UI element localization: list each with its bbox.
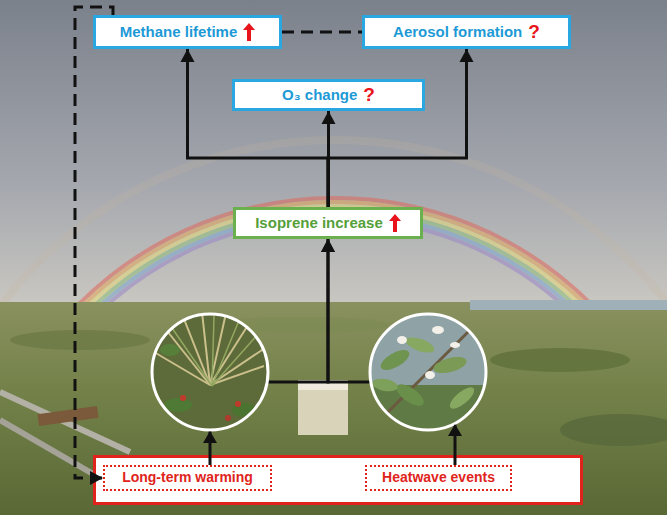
box-label: Methane lifetime xyxy=(120,24,238,41)
grass-blade xyxy=(212,334,258,386)
arrowhead xyxy=(460,49,474,62)
leaf xyxy=(404,334,436,356)
photo-ground xyxy=(152,314,268,430)
feedback-connector xyxy=(282,32,362,33)
leaf xyxy=(393,380,427,410)
box-label: Heatwave events xyxy=(382,470,495,485)
driver-box: Long-term warming xyxy=(103,465,272,491)
question-mark: ? xyxy=(528,22,540,43)
photo-frame xyxy=(152,314,268,430)
effect-box: O₃ change? xyxy=(232,79,425,111)
leaf xyxy=(160,344,180,356)
pipe xyxy=(0,392,130,452)
shrub-patch xyxy=(10,330,150,350)
catkin xyxy=(397,336,407,344)
shrub-patch xyxy=(490,348,630,372)
up-arrow-icon xyxy=(243,23,255,41)
grass-blade xyxy=(154,352,210,385)
sky xyxy=(0,0,667,305)
berry xyxy=(235,401,241,407)
arrowhead xyxy=(321,239,335,252)
up-arrow-shape xyxy=(243,23,255,41)
grass-blade xyxy=(212,316,214,386)
grass-blade xyxy=(172,328,212,386)
emission-box: Isoprene increase xyxy=(233,207,423,239)
flow-connector xyxy=(181,49,329,207)
connector-line xyxy=(188,49,329,207)
box-label: Long-term warming xyxy=(122,470,253,485)
feedback-connector xyxy=(75,7,113,485)
up-arrow-icon xyxy=(389,214,401,232)
box-label: Aerosol formation xyxy=(393,24,522,41)
grass-blades xyxy=(154,312,268,385)
effect-box: Methane lifetime xyxy=(93,15,282,49)
connector-line xyxy=(328,49,467,207)
photo-frame xyxy=(370,314,486,430)
boardwalk xyxy=(37,406,98,426)
box-label: Isoprene increase xyxy=(255,215,383,232)
arrowhead xyxy=(181,49,195,62)
box-label: O₃ change xyxy=(282,87,357,104)
leaf xyxy=(432,354,468,376)
up-arrow-shape xyxy=(389,214,401,232)
rainbow-band xyxy=(0,140,667,302)
connector-line xyxy=(282,31,362,34)
rainbow-band xyxy=(0,210,667,302)
berry xyxy=(180,395,186,401)
rainbow-band xyxy=(0,214,667,302)
leaf xyxy=(378,346,413,374)
rainbow-band xyxy=(0,206,667,302)
catkin xyxy=(425,371,435,379)
ground xyxy=(0,302,667,515)
effect-box: Aerosol formation? xyxy=(362,15,571,49)
instrument-box xyxy=(298,380,348,435)
lake xyxy=(470,300,667,310)
rainbow-band xyxy=(0,202,667,302)
flow-connector xyxy=(328,49,474,207)
rainbow xyxy=(0,140,667,302)
pipe xyxy=(0,420,100,478)
shrub-patch xyxy=(560,414,667,446)
driver-box: Heatwave events xyxy=(365,465,512,491)
sedge-photo xyxy=(152,312,268,430)
arrowhead xyxy=(90,471,103,485)
berry xyxy=(225,415,231,421)
arrowhead xyxy=(448,424,462,436)
arrowhead xyxy=(321,239,335,252)
question-mark: ? xyxy=(363,85,375,106)
willow-photo xyxy=(370,314,486,435)
leaf xyxy=(164,398,192,412)
arrowhead xyxy=(203,431,217,443)
grass-blade xyxy=(210,366,264,385)
leaf xyxy=(371,377,399,393)
arrowhead xyxy=(322,111,336,124)
connector-line xyxy=(75,7,113,478)
catkin xyxy=(450,342,460,348)
catkin xyxy=(432,326,444,334)
grass-blade xyxy=(212,318,240,386)
